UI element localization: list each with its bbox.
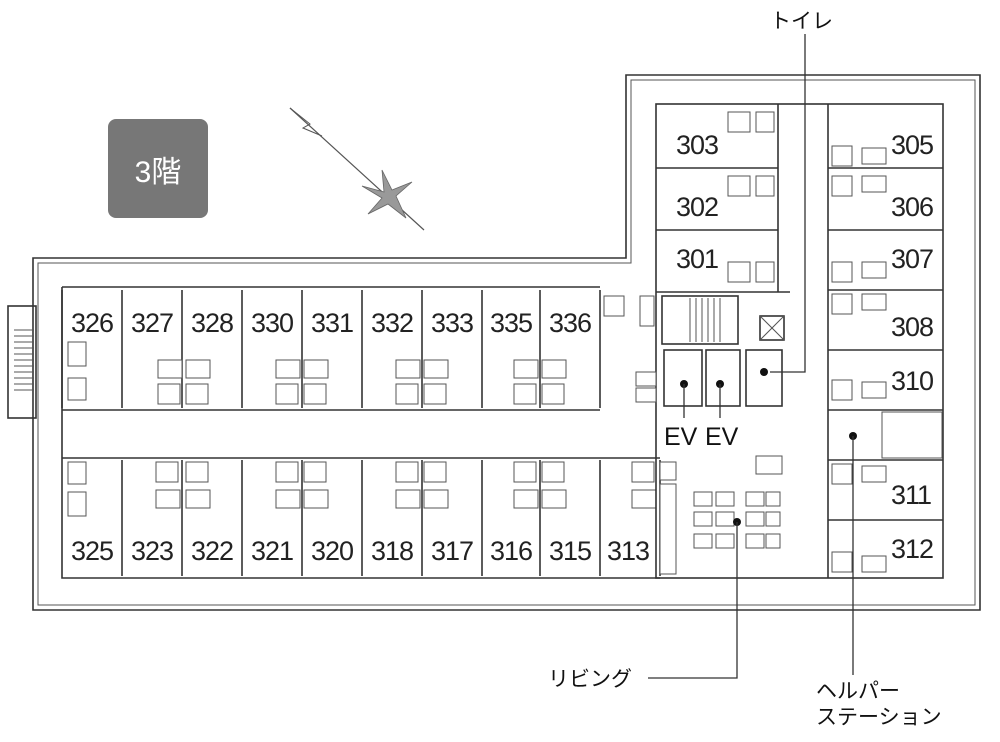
elevator-1-label: EV — [664, 423, 698, 451]
room-317: 317 — [431, 536, 473, 566]
room-301: 301 — [676, 244, 718, 274]
room-336: 336 — [549, 308, 591, 338]
toilet-label: トイレ — [770, 9, 833, 33]
room-308: 308 — [891, 312, 933, 342]
room-332: 332 — [371, 308, 413, 338]
room-333: 333 — [431, 308, 473, 338]
room-306: 306 — [891, 192, 933, 222]
north-room-walls — [61, 290, 601, 408]
elevator-2-shaft — [705, 349, 741, 407]
helper-station-label-line1: ヘルパー — [816, 679, 900, 703]
living-area-furniture — [659, 455, 783, 575]
callout-lines — [648, 34, 854, 679]
east-bath-fixtures — [727, 111, 887, 573]
helper-station-label-line2: ステーション — [816, 705, 942, 729]
room-323: 323 — [131, 536, 173, 566]
room-331: 331 — [311, 308, 353, 338]
central-core — [603, 295, 785, 407]
elevator-1-shaft — [663, 349, 703, 407]
living-label: リビング — [548, 667, 632, 691]
room-326: 326 — [71, 308, 113, 338]
room-328: 328 — [191, 308, 233, 338]
room-322: 322 — [191, 536, 233, 566]
south-bath-fixtures — [67, 461, 657, 517]
room-303: 303 — [676, 130, 718, 160]
room-315: 315 — [549, 536, 591, 566]
room-307: 307 — [891, 244, 933, 274]
compass-rose — [289, 107, 425, 231]
room-330: 330 — [251, 308, 293, 338]
room-305: 305 — [891, 130, 933, 160]
main-block-walls — [61, 286, 660, 579]
room-318: 318 — [371, 536, 413, 566]
north-bath-fixtures — [67, 341, 567, 405]
room-313: 313 — [607, 536, 649, 566]
room-310: 310 — [891, 366, 933, 396]
building-inner-outline — [37, 79, 976, 606]
room-312: 312 — [891, 534, 933, 564]
toilet-room — [745, 349, 783, 407]
room-325: 325 — [71, 536, 113, 566]
east-wing-walls — [655, 103, 944, 579]
room-316: 316 — [490, 536, 532, 566]
room-311: 311 — [891, 480, 931, 510]
floor-label: 3階 — [134, 155, 182, 189]
room-335: 335 — [490, 308, 532, 338]
room-320: 320 — [311, 536, 353, 566]
room-327: 327 — [131, 308, 173, 338]
building-outline — [32, 74, 981, 611]
west-staircase — [7, 305, 37, 419]
room-302: 302 — [676, 192, 718, 222]
floor-badge: 3階 — [108, 119, 208, 218]
room-321: 321 — [251, 536, 293, 566]
elevator-2-label: EV — [705, 423, 739, 451]
